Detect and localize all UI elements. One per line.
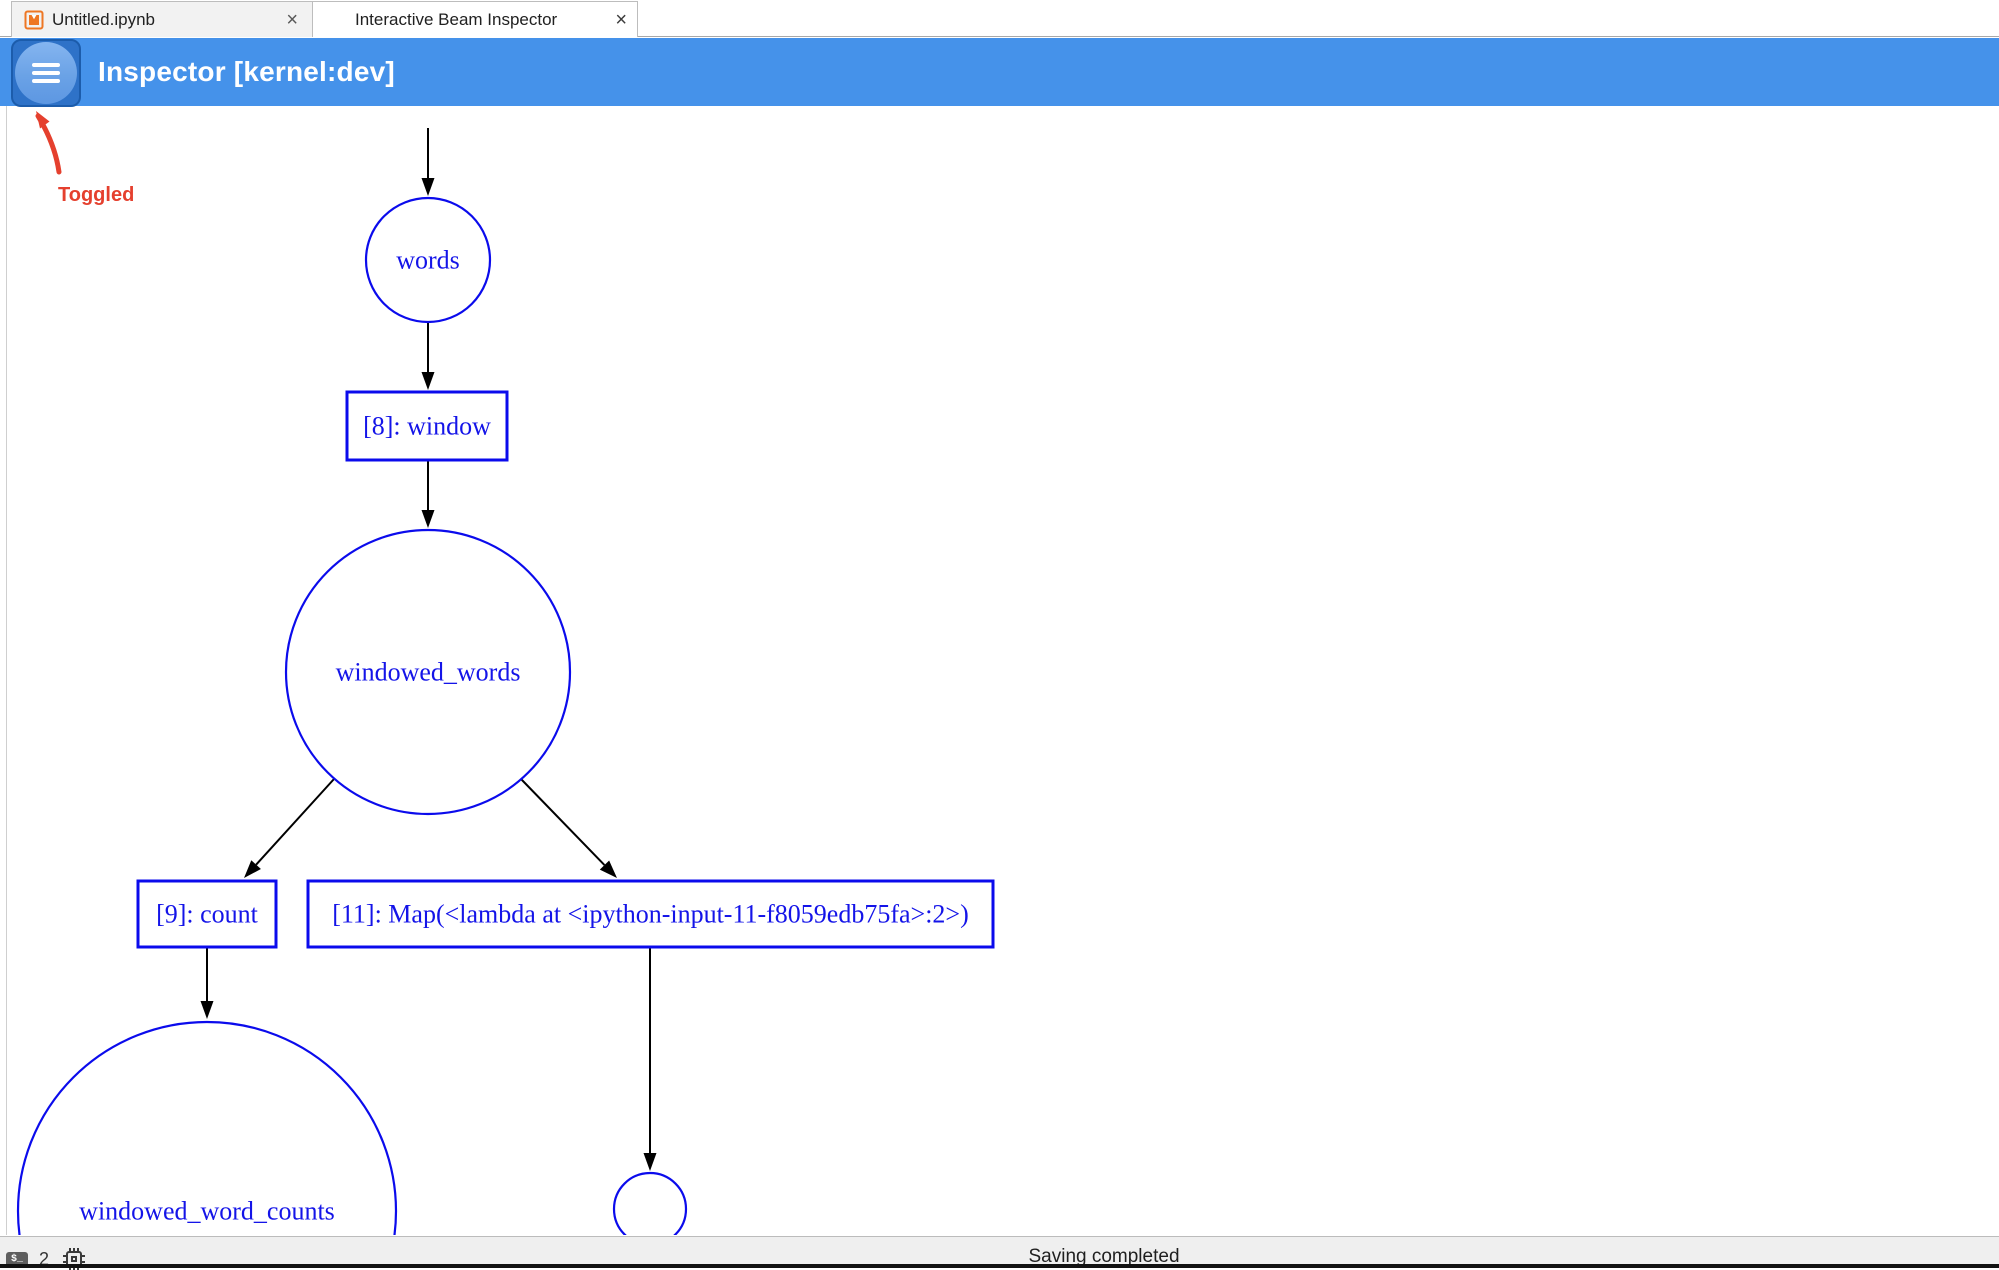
diagram-edge	[200, 947, 214, 1019]
diagram-node-window[interactable]: [8]: window	[345, 390, 509, 462]
panel-left-border	[6, 106, 7, 1235]
diagram-edge	[643, 947, 657, 1171]
diagram-node-count[interactable]: [9]: count	[136, 879, 278, 949]
page-title: Inspector [kernel:dev]	[98, 56, 395, 87]
diagram-node-label: words	[396, 246, 460, 275]
pipeline-graph: words [8]: window windowed_words [9]: count…	[16, 128, 995, 1235]
toggled-annotation-label: Toggled	[58, 184, 135, 206]
diagram-edge	[421, 128, 435, 196]
diagram-node-anonymous-pcollection[interactable]	[612, 1171, 688, 1235]
terminal-sessions-indicator[interactable]: $_ 2	[6, 1249, 49, 1270]
diagram-node-windowed-words[interactable]: windowed_words	[284, 528, 572, 816]
diagram-node-label: [8]: window	[363, 412, 491, 441]
diagram-node-label: [11]: Map(<lambda at <ipython-input-11-f…	[332, 900, 969, 929]
tab-interactive-beam-inspector[interactable]: Interactive Beam Inspector ×	[313, 1, 638, 37]
terminal-count: 2	[39, 1249, 50, 1269]
diagram-node-label: windowed_word_counts	[79, 1197, 335, 1226]
tab-bar: Untitled.ipynb × Interactive Beam Inspec…	[0, 0, 1999, 37]
diagram-node-words[interactable]: words	[364, 196, 492, 324]
close-icon[interactable]: ×	[286, 8, 298, 31]
diagram-edge	[244, 778, 335, 878]
toggled-annotation-arrow	[35, 111, 62, 175]
status-bar: $_ 2 Saving completed	[0, 1236, 1999, 1270]
tab-untitled-notebook[interactable]: Untitled.ipynb ×	[11, 1, 313, 37]
diagram-node-windowed-word-counts[interactable]: windowed_word_counts	[16, 1020, 398, 1235]
diagram-node-label: [9]: count	[156, 900, 259, 929]
terminal-icon: $_	[6, 1251, 28, 1268]
hamburger-icon	[32, 63, 60, 83]
diagram-edge	[520, 778, 617, 878]
diagram-edge	[421, 460, 435, 528]
diagram-node-map-lambda[interactable]: [11]: Map(<lambda at <ipython-input-11-f…	[306, 879, 995, 949]
diagram-node-label: windowed_words	[336, 658, 521, 687]
tab-label: Interactive Beam Inspector	[355, 9, 558, 29]
inspector-header: Inspector [kernel:dev]	[0, 38, 1999, 107]
window-bottom-edge	[0, 1264, 1999, 1268]
tab-label: Untitled.ipynb	[52, 9, 156, 29]
status-message: Saving completed	[1028, 1246, 1180, 1267]
diagram-edge	[421, 322, 435, 390]
hamburger-menu-button[interactable]	[11, 39, 81, 107]
notebook-icon	[24, 10, 44, 29]
close-icon[interactable]: ×	[615, 8, 627, 31]
